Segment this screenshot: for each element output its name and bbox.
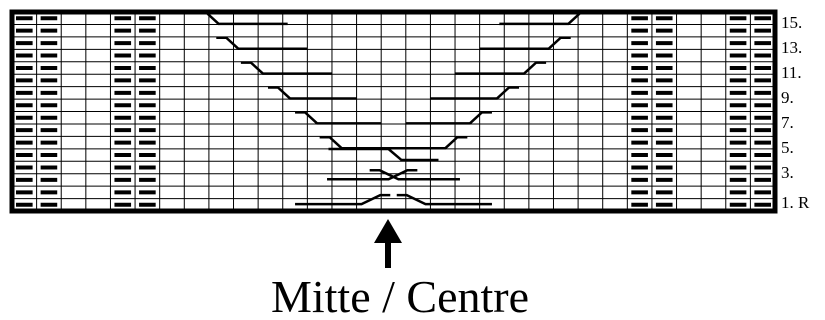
row-label-7: 7. <box>781 113 794 132</box>
center-caption: Mitte / Centre <box>271 271 529 320</box>
cable-cross-left <box>295 111 382 125</box>
cable-cross-right <box>386 135 468 150</box>
cable-cross-right <box>369 169 460 181</box>
chart-frame <box>9 9 778 214</box>
cable-cross-left <box>327 169 418 181</box>
row-label-1: 1. R <box>781 193 810 212</box>
row-label-5: 5. <box>781 138 794 157</box>
cable-cross-right <box>430 86 520 100</box>
chart-symbols <box>16 11 771 207</box>
up-arrow-icon <box>374 219 402 268</box>
cable-cross-right <box>479 36 571 50</box>
cable-cross-left <box>267 86 357 100</box>
row-label-15: 15. <box>781 13 802 32</box>
cable-cross-left <box>216 36 308 50</box>
row-label-11: 11. <box>781 63 802 82</box>
cable-cross-right <box>455 61 547 75</box>
cable-cross-left <box>240 61 332 75</box>
cable-cross-right <box>405 111 492 125</box>
row-label-13: 13. <box>781 38 802 57</box>
cable-cross-left <box>295 193 391 206</box>
cable-cross-right <box>396 193 492 206</box>
row-label-9: 9. <box>781 88 794 107</box>
cable-cross-centre <box>328 147 439 162</box>
chart-grid <box>12 12 775 211</box>
row-label-3: 3. <box>781 163 794 182</box>
